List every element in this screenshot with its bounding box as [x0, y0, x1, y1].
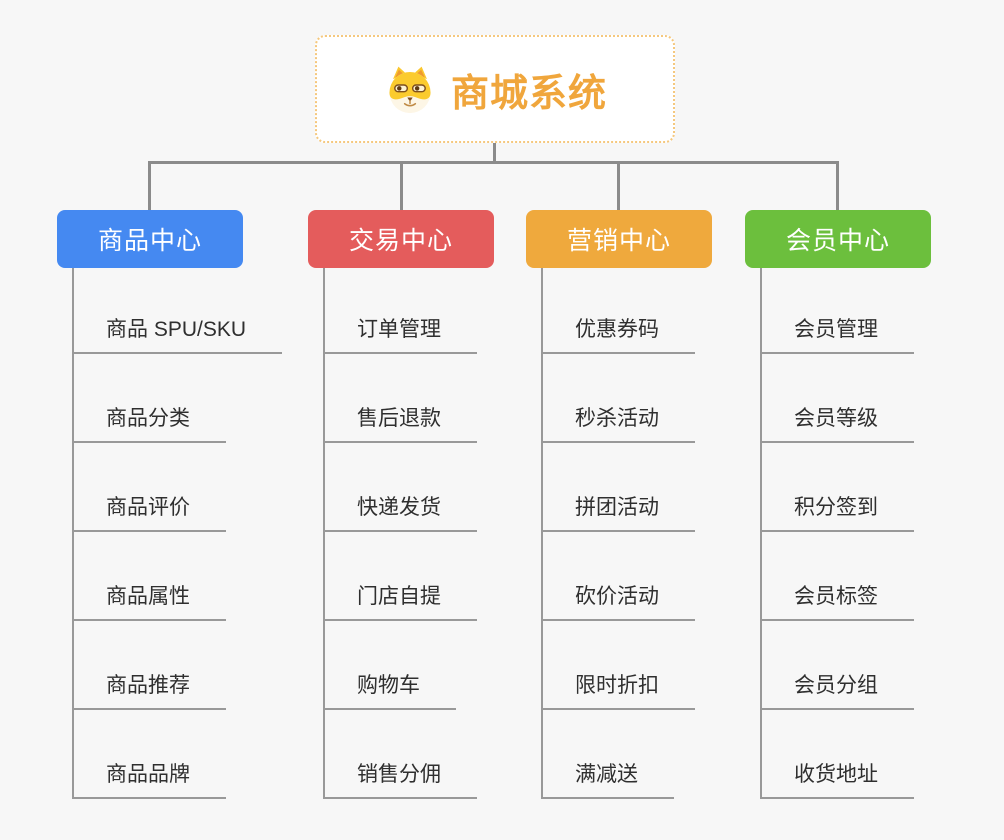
connector-root-drop [493, 141, 496, 163]
connector-branch-2 [400, 161, 403, 210]
branch-product-center[interactable]: 商品中心 [57, 210, 243, 268]
child-node[interactable]: 门店自提 [325, 580, 477, 621]
child-node[interactable]: 会员标签 [762, 580, 914, 621]
child-node[interactable]: 购物车 [325, 669, 456, 710]
child-node[interactable]: 砍价活动 [543, 580, 695, 621]
children-column-member: 会员管理 会员等级 积分签到 会员标签 会员分组 收货地址 [760, 268, 914, 799]
child-node[interactable]: 商品推荐 [74, 669, 226, 710]
branch-label: 营销中心 [566, 227, 671, 255]
branch-member-center[interactable]: 会员中心 [745, 210, 931, 268]
child-node[interactable]: 秒杀活动 [543, 402, 695, 443]
child-node[interactable]: 商品评价 [74, 491, 226, 532]
branch-trade-center[interactable]: 交易中心 [308, 210, 494, 268]
root-topic-label: 商城系统 [450, 72, 607, 115]
children-column-trade: 订单管理 售后退款 快递发货 门店自提 购物车 销售分佣 [323, 268, 477, 799]
child-node[interactable]: 销售分佣 [325, 758, 477, 799]
branch-marketing-center[interactable]: 营销中心 [526, 210, 712, 268]
root-topic[interactable]: 商城系统 [315, 35, 675, 143]
children-column-product: 商品 SPU/SKU 商品分类 商品评价 商品属性 商品推荐 商品品牌 [72, 268, 283, 799]
child-node[interactable]: 满减送 [543, 758, 674, 799]
connector-branch-4 [836, 161, 839, 210]
child-node[interactable]: 收货地址 [762, 758, 914, 799]
child-node[interactable]: 商品分类 [74, 402, 226, 443]
child-node[interactable]: 商品品牌 [74, 758, 226, 799]
child-node[interactable]: 会员等级 [762, 402, 914, 443]
children-column-marketing: 优惠券码 秒杀活动 拼团活动 砍价活动 限时折扣 满减送 [541, 268, 695, 799]
branch-label: 交易中心 [348, 227, 453, 255]
branch-label: 商品中心 [97, 227, 202, 255]
child-node[interactable]: 积分签到 [762, 491, 914, 532]
child-node[interactable]: 会员管理 [762, 313, 914, 354]
child-node[interactable]: 拼团活动 [543, 491, 695, 532]
child-node[interactable]: 会员分组 [762, 669, 914, 710]
connector-branch-1 [148, 161, 151, 210]
child-node[interactable]: 优惠券码 [543, 313, 695, 354]
child-node[interactable]: 商品 SPU/SKU [74, 313, 283, 354]
branch-label: 会员中心 [785, 227, 890, 255]
child-node[interactable]: 快递发货 [325, 491, 477, 532]
connector-rail [148, 161, 839, 164]
connector-branch-3 [617, 161, 620, 210]
child-node[interactable]: 商品属性 [74, 580, 226, 621]
shiba-dog-icon [389, 66, 431, 114]
child-node[interactable]: 售后退款 [325, 402, 477, 443]
child-node[interactable]: 限时折扣 [543, 669, 695, 710]
child-node[interactable]: 订单管理 [325, 313, 477, 354]
